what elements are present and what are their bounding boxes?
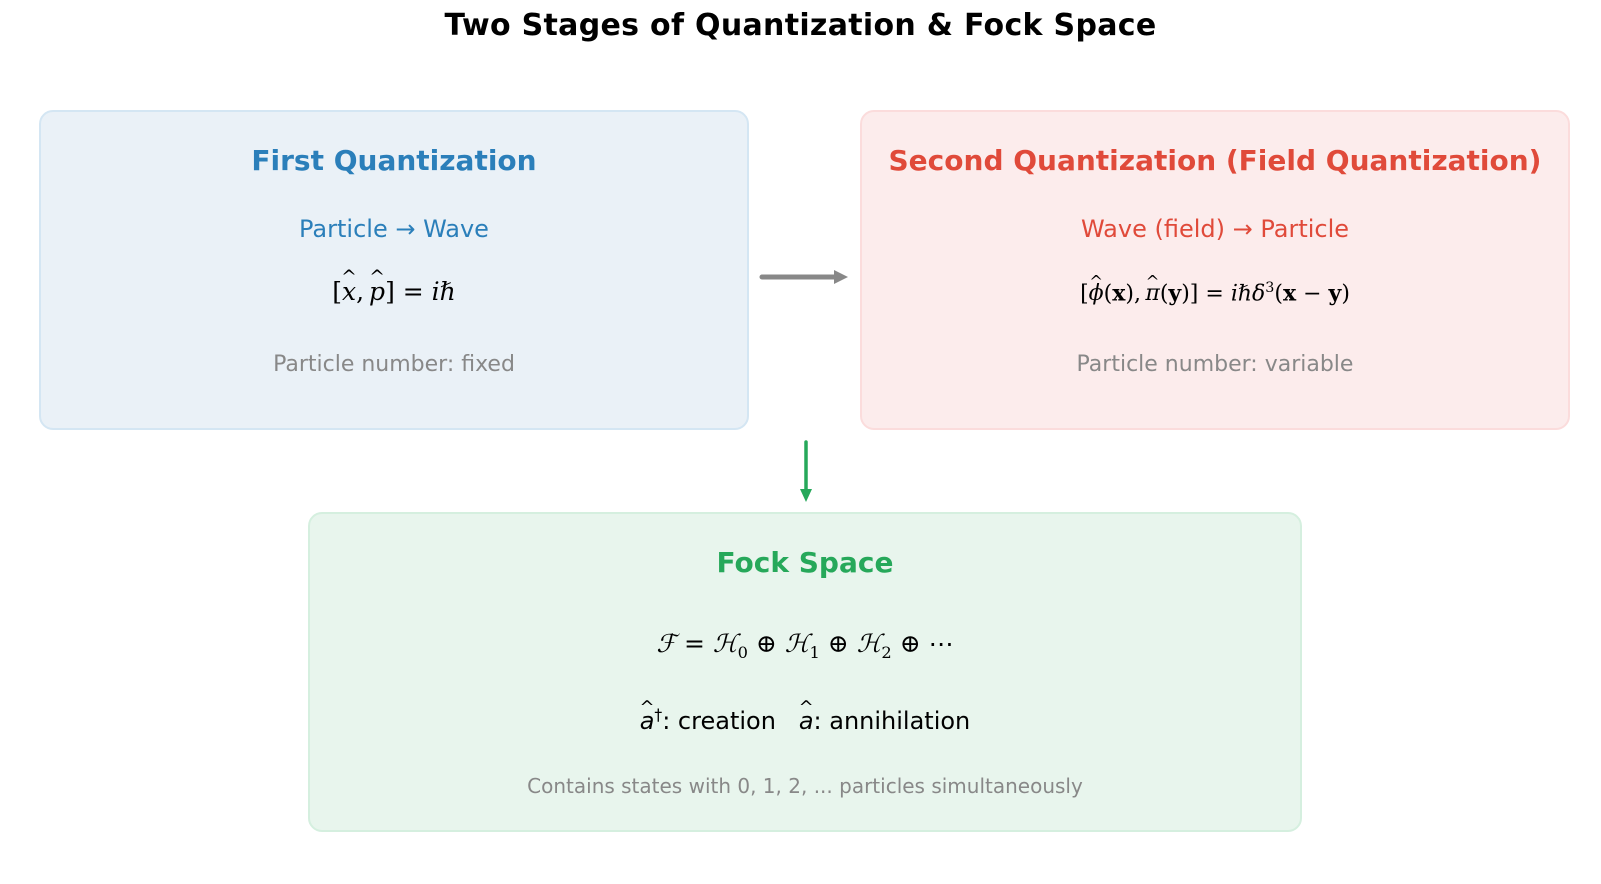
fock-space-box: Fock Space ℱ = ℋ0 ⊕ ℋ1 ⊕ ℋ2 ⊕ ⋯ a†: crea… (308, 512, 1302, 832)
first-quantization-box: First Quantization Particle → Wave [x, p… (39, 110, 749, 430)
fock-space-heading: Fock Space (716, 546, 894, 579)
annihilation-label: : annihilation (813, 707, 971, 735)
first-quantization-note: Particle number: fixed (273, 352, 515, 377)
fock-space-formula: ℱ = ℋ0 ⊕ ℋ1 ⊕ ℋ2 ⊕ ⋯ (656, 629, 954, 662)
second-quantization-commutator: [ϕ(x), π(y)] = iℏδ3(x − y) (862, 280, 1568, 306)
second-quantization-note: Particle number: variable (1076, 352, 1354, 377)
first-quantization-subtitle: Particle → Wave (299, 215, 489, 243)
second-quantization-box: Second Quantization (Field Quantization)… (860, 110, 1570, 430)
creation-label: : creation (662, 707, 776, 735)
diagram-title: Two Stages of Quantization & Fock Space (444, 8, 1157, 43)
second-quantization-subtitle: Wave (field) → Particle (1080, 215, 1350, 243)
fock-space-note: Contains states with 0, 1, 2, ... partic… (527, 774, 1083, 798)
to-fock-space-arrow (800, 440, 812, 502)
first-quantization-commutator: [x, p] = iℏ (41, 277, 747, 306)
first-to-second-arrow (759, 270, 848, 284)
fock-space-operators: a†: creation a: annihilation (310, 706, 1300, 735)
second-quantization-heading: Second Quantization (Field Quantization) (888, 144, 1542, 177)
first-quantization-heading: First Quantization (251, 144, 537, 177)
